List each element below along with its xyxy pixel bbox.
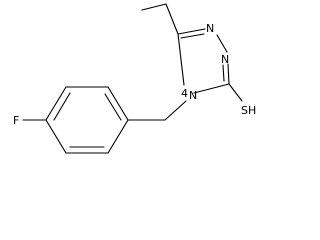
bond-ar1-double xyxy=(104,93,122,121)
bond-n2-c3-double xyxy=(222,64,225,82)
atom-locant-4: 4 xyxy=(181,87,188,100)
bond-ar3 xyxy=(45,86,67,121)
bond-c3-s xyxy=(228,83,243,102)
bond-n4-ch2 xyxy=(164,100,187,121)
bond-ar1 xyxy=(107,86,129,121)
bond-n4-c5 xyxy=(177,33,185,86)
bond-c5-n1 xyxy=(177,28,206,35)
atom-sh: SH xyxy=(241,104,256,117)
structure-diagram: N N 4 N SH F xyxy=(13,3,256,154)
bond-ethyl-ch3 xyxy=(141,3,167,11)
atom-n2: N xyxy=(221,53,229,66)
bond-n2-c3 xyxy=(227,63,230,85)
bond-n1-n2 xyxy=(216,34,228,53)
bond-ar6 xyxy=(107,119,129,154)
bond-ar3-double xyxy=(53,92,71,121)
bond-c5-n1-double xyxy=(180,33,205,39)
bond-ar4 xyxy=(45,119,67,154)
bond-c3-n4 xyxy=(193,83,230,94)
atom-n4: N xyxy=(189,89,197,102)
atom-f: F xyxy=(13,114,19,127)
atom-n1: N xyxy=(206,22,214,35)
bond-ethyl-ch2 xyxy=(165,3,179,35)
molecule-canvas: N N 4 N SH F xyxy=(13,3,257,154)
